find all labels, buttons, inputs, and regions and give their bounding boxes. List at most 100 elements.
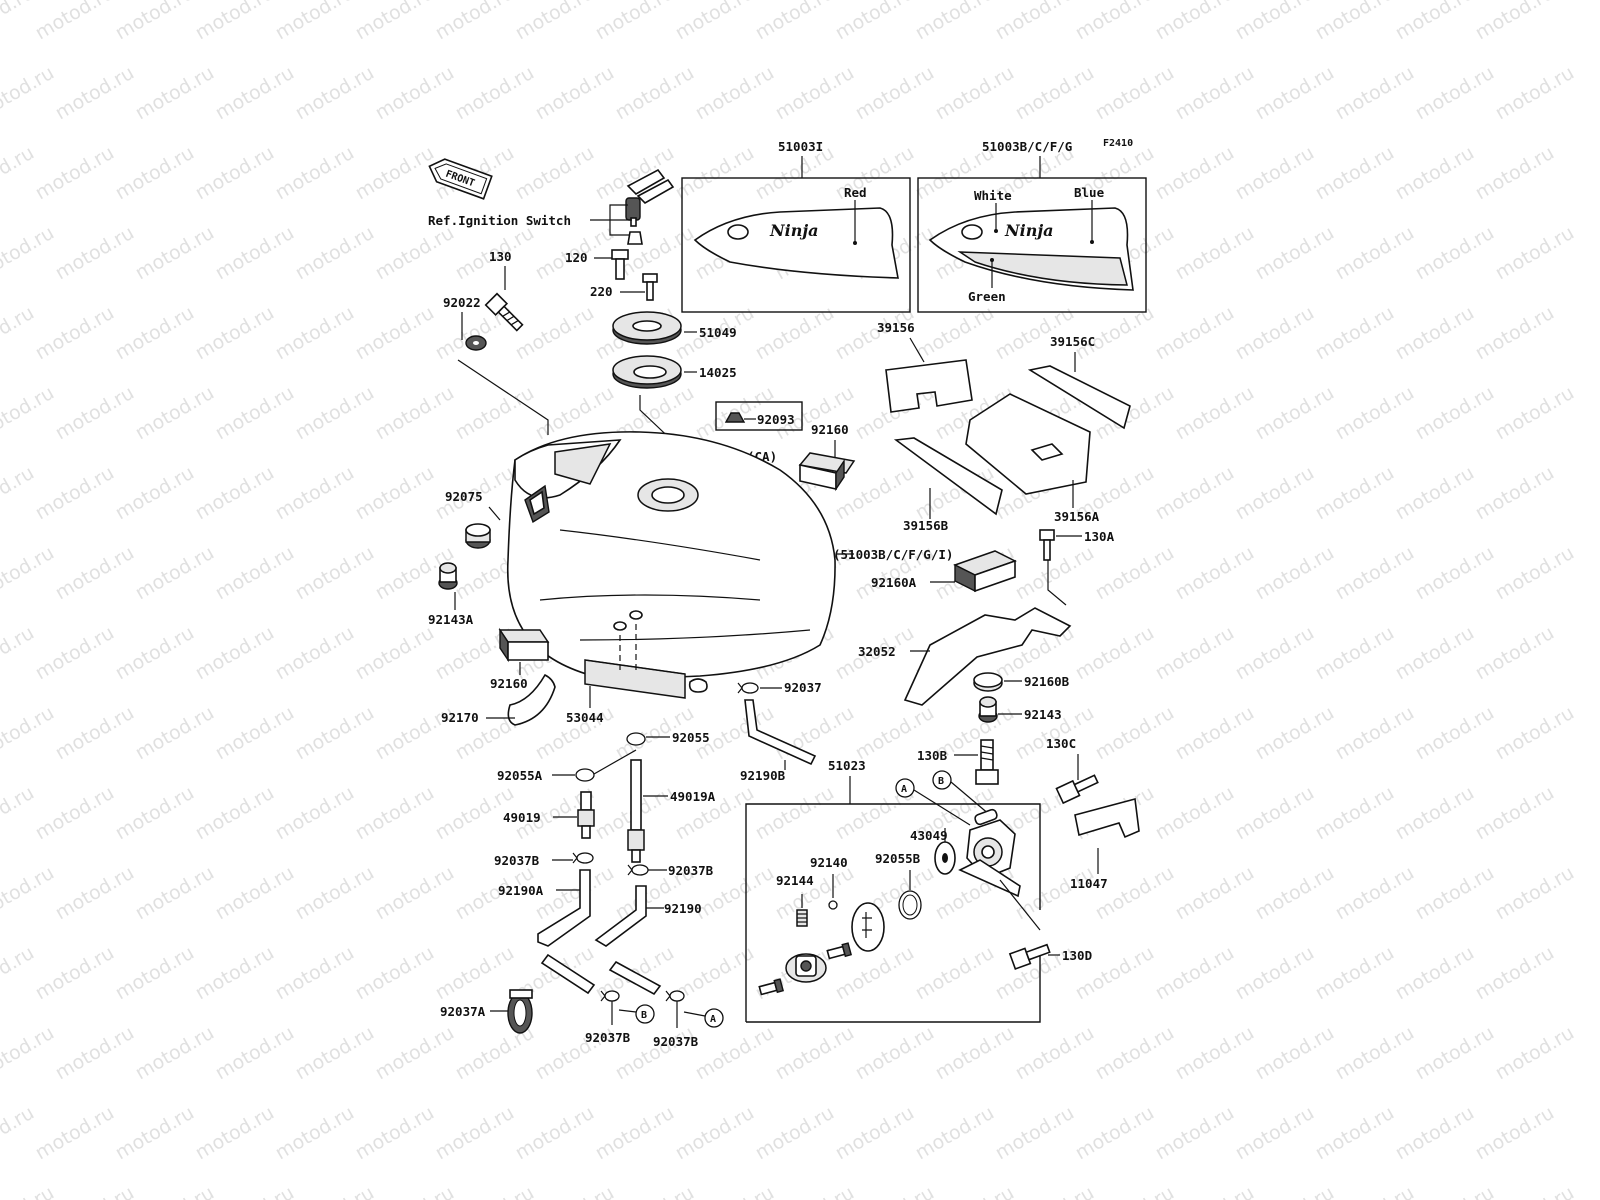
- watermark-text: motod.ru: [372, 62, 458, 125]
- watermark-text: motod.ru: [0, 142, 38, 205]
- fuel-petcock-body: [958, 808, 1021, 898]
- watermark-text: motod.ru: [1172, 862, 1258, 925]
- watermark-text: motod.ru: [1232, 462, 1318, 525]
- watermark-text: motod.ru: [0, 1182, 58, 1200]
- watermark-text: motod.ru: [852, 1022, 938, 1085]
- watermark-text: motod.ru: [1472, 462, 1558, 525]
- watermark-text: motod.ru: [52, 62, 138, 125]
- watermark-text: motod.ru: [1492, 62, 1578, 125]
- watermark-text: motod.ru: [372, 862, 458, 925]
- part-label-92160-top: 92160: [811, 422, 849, 437]
- watermark-text: motod.ru: [852, 62, 938, 125]
- callout-a-bottom: A: [704, 1008, 724, 1028]
- clip-92037b-right: [627, 864, 649, 876]
- watermark-text: motod.ru: [1232, 622, 1318, 685]
- watermark-text: motod.ru: [272, 142, 358, 205]
- watermark-text: motod.ru: [32, 622, 118, 685]
- part-label-92190a: 92190A: [498, 883, 544, 898]
- side-cover-39156a-body: [965, 393, 1091, 495]
- watermark-text: motod.ru: [1072, 302, 1158, 365]
- watermark-text: motod.ru: [212, 862, 298, 925]
- watermark-text: motod.ru: [592, 142, 678, 205]
- side-cover-39156b: [893, 437, 1003, 516]
- watermark-text: motod.ru: [1412, 702, 1498, 765]
- part-label-92037b-2: 92037B: [668, 863, 714, 878]
- svg-text:B: B: [938, 776, 944, 787]
- watermark-text: motod.ru: [592, 1102, 678, 1165]
- watermark-text: motod.ru: [1252, 382, 1338, 445]
- part-label-92143a: 92143A: [428, 612, 474, 627]
- watermark-text: motod.ru: [112, 782, 198, 845]
- watermark-text: motod.ru: [1092, 542, 1178, 605]
- watermark-text: motod.ru: [212, 62, 298, 125]
- watermark-text: motod.ru: [1252, 1022, 1338, 1085]
- fuel-tank: [506, 431, 836, 693]
- watermark-text: motod.ru: [432, 0, 518, 44]
- ninja-logo-2: Ninja: [1004, 221, 1054, 240]
- watermark-text: motod.ru: [132, 542, 218, 605]
- bolt-130: [484, 292, 524, 332]
- watermark-text: motod.ru: [292, 222, 378, 285]
- watermark-text: motod.ru: [1312, 142, 1398, 205]
- watermark-text: motod.ru: [772, 862, 858, 925]
- watermark-text: motod.ru: [1092, 1022, 1178, 1085]
- watermark-text: motod.ru: [672, 1102, 758, 1165]
- watermark-text: motod.ru: [372, 382, 458, 445]
- watermark-text: motod.ru: [1332, 702, 1418, 765]
- watermark-text: motod.ru: [1252, 702, 1338, 765]
- hose-92190a: [537, 869, 591, 947]
- part-label-92055b: 92055B: [875, 851, 921, 866]
- watermark-text: motod.ru: [212, 222, 298, 285]
- watermark-text: motod.ru: [212, 702, 298, 765]
- bracket-32052: [903, 607, 1072, 706]
- watermark-text: motod.ru: [1332, 382, 1418, 445]
- watermark-text: motod.ru: [272, 1102, 358, 1165]
- part-label-32052: 32052: [858, 644, 896, 659]
- watermark-text: motod.ru: [692, 1022, 778, 1085]
- watermark-text: motod.ru: [272, 622, 358, 685]
- fuel-pipe-49019: [577, 791, 595, 839]
- valve-disc: [851, 902, 885, 952]
- collar-92143: [978, 696, 998, 723]
- watermark-text: motod.ru: [832, 1102, 918, 1165]
- ball-92140: [828, 900, 838, 910]
- watermark-text: motod.ru: [0, 302, 38, 365]
- watermark-text: motod.ru: [132, 862, 218, 925]
- watermark-text: motod.ru: [932, 1182, 1018, 1200]
- part-label-51049: 51049: [699, 325, 737, 340]
- callout-a-top: A: [895, 778, 915, 798]
- watermark-text: motod.ru: [1472, 942, 1558, 1005]
- watermark-text: motod.ru: [1392, 782, 1478, 845]
- watermark-text: motod.ru: [352, 142, 438, 205]
- front-arrow-icon: FRONT: [428, 158, 493, 200]
- watermark-text: motod.ru: [0, 702, 58, 765]
- watermark-text: motod.ru: [0, 622, 38, 685]
- watermark-text: motod.ru: [52, 222, 138, 285]
- watermark-text: motod.ru: [212, 1182, 298, 1200]
- watermark-text: motod.ru: [112, 302, 198, 365]
- watermark-text: motod.ru: [672, 142, 758, 205]
- watermark-text: motod.ru: [52, 1022, 138, 1085]
- watermark-text: motod.ru: [132, 222, 218, 285]
- rubber-pad-92160-top: [798, 452, 856, 492]
- watermark-text: motod.ru: [772, 702, 858, 765]
- ninja-logo: Ninja: [769, 221, 819, 240]
- watermark-text: motod.ru: [192, 462, 278, 525]
- watermark-text: motod.ru: [32, 462, 118, 525]
- part-label-220: 220: [590, 284, 613, 299]
- color-blue-label: Blue: [1074, 185, 1105, 200]
- watermark-text: motod.ru: [432, 1102, 518, 1165]
- spring-92144: [796, 909, 808, 927]
- watermark-text: motod.ru: [1472, 302, 1558, 365]
- watermark-text: motod.ru: [192, 942, 278, 1005]
- watermark-text: motod.ru: [1312, 1102, 1398, 1165]
- watermark-text: motod.ru: [1152, 782, 1238, 845]
- watermark-text: motod.ru: [1152, 462, 1238, 525]
- grommet-92075: [465, 523, 491, 549]
- part-label-92144: 92144: [776, 873, 814, 888]
- watermark-text: motod.ru: [0, 62, 58, 125]
- watermark-text: motod.ru: [32, 942, 118, 1005]
- watermark-text: motod.ru: [612, 1182, 698, 1200]
- watermark-text: motod.ru: [1252, 542, 1338, 605]
- watermark-text: motod.ru: [352, 622, 438, 685]
